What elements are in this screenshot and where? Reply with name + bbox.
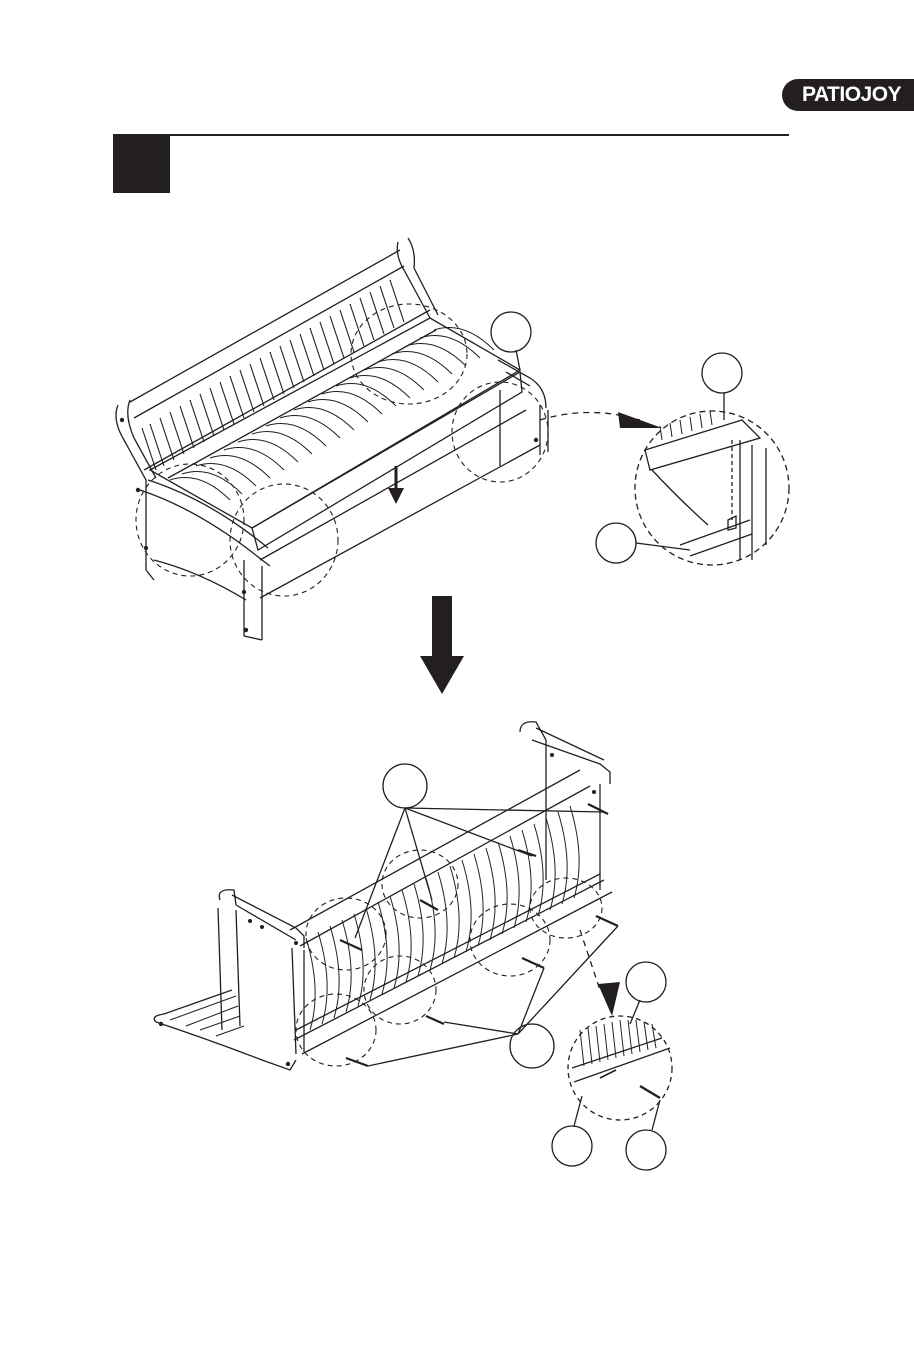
screw-icons bbox=[340, 804, 618, 1066]
flip-arrow-icon bbox=[420, 596, 464, 694]
bench-underside-view bbox=[154, 722, 620, 1070]
bench-top-view bbox=[116, 238, 662, 640]
detail-top-right bbox=[596, 353, 789, 565]
